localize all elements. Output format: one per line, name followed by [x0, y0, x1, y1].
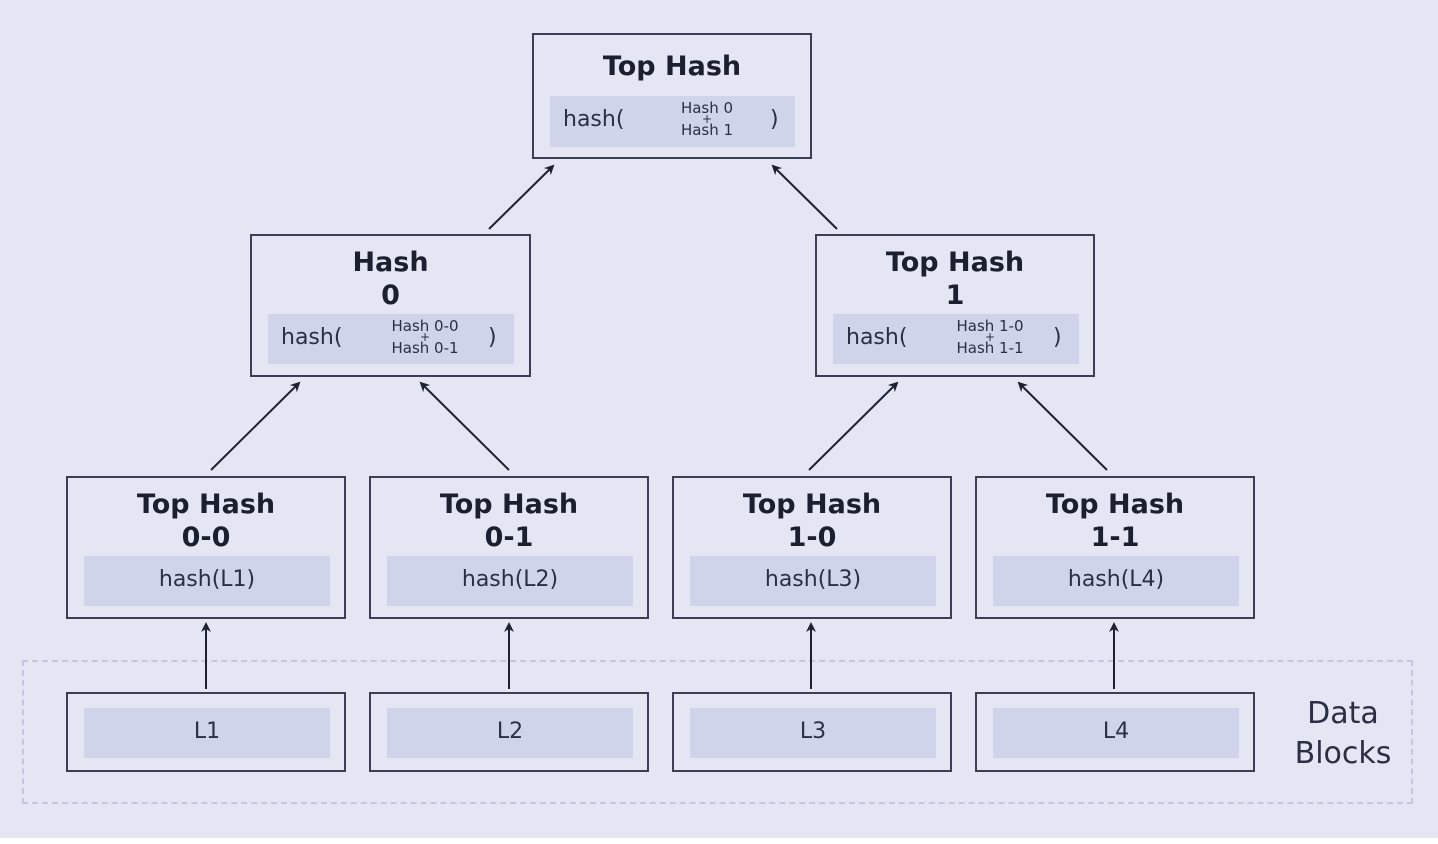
data-block-label: L4	[1102, 719, 1130, 744]
leaf-hash-value-box: hash(L4)	[993, 556, 1239, 606]
arrow-hash0-to-top	[488, 164, 555, 230]
top-hash-formula: hash( Hash 0 + Hash 1 )	[550, 96, 795, 147]
hash-function-label: hash(	[281, 325, 343, 350]
leaf-hash-value-box: hash(L3)	[690, 556, 936, 606]
leaf-hash-title: Top Hash 1-1	[1045, 489, 1185, 553]
arrow-leaf10-to-hash1	[808, 381, 899, 471]
plus-sign: +	[984, 330, 996, 344]
arrow-leaf11-to-hash1	[1017, 381, 1108, 471]
top-hash-title: Top Hash	[602, 51, 742, 82]
hash-0-title: Hash 0	[352, 247, 429, 311]
hash-inputs: Hash 1-0 + Hash 1-1	[935, 318, 1045, 356]
leaf-hash-title: Top Hash 0-1	[439, 489, 579, 553]
plus-sign: +	[419, 330, 431, 344]
bottom-strip	[0, 838, 1438, 844]
plus-sign: +	[701, 112, 713, 126]
leaf-hash-value: hash(L1)	[158, 567, 256, 592]
hash-inputs: Hash 0 + Hash 1	[662, 100, 752, 138]
hash-input-second: Hash 1	[680, 121, 734, 139]
leaf-hash-node-0-1: Top Hash 0-1 hash(L2)	[369, 476, 649, 619]
hash-input-second: Hash 0-1	[391, 339, 459, 357]
arrow-leaf01-to-hash0	[419, 381, 510, 471]
hash-input-first: Hash 0	[680, 99, 734, 117]
data-block-l2: L2	[369, 692, 649, 772]
top-hash-node: Top Hash hash( Hash 0 + Hash 1 )	[532, 33, 812, 159]
closing-paren: )	[770, 107, 779, 132]
hash-0-formula: hash( Hash 0-0 + Hash 0-1 )	[268, 314, 514, 364]
hash-input-first: Hash 1-0	[956, 317, 1024, 335]
hash-inputs: Hash 0-0 + Hash 0-1	[370, 318, 480, 356]
leaf-hash-value-box: hash(L2)	[387, 556, 633, 606]
hash-0-node: Hash 0 hash( Hash 0-0 + Hash 0-1 )	[250, 234, 531, 377]
leaf-hash-title: Top Hash 0-0	[136, 489, 276, 553]
closing-paren: )	[488, 325, 497, 350]
data-block-value-box: L1	[84, 708, 330, 758]
leaf-hash-value-box: hash(L1)	[84, 556, 330, 606]
hash-1-node: Top Hash 1 hash( Hash 1-0 + Hash 1-1 )	[815, 234, 1095, 377]
data-block-value-box: L2	[387, 708, 633, 758]
data-block-l4: L4	[975, 692, 1255, 772]
arrow-leaf00-to-hash0	[210, 381, 301, 471]
data-block-value-box: L4	[993, 708, 1239, 758]
data-blocks-caption: Data Blocks	[1294, 696, 1392, 771]
data-block-l3: L3	[672, 692, 952, 772]
closing-paren: )	[1053, 325, 1062, 350]
data-block-l1: L1	[66, 692, 346, 772]
leaf-hash-title: Top Hash 1-0	[742, 489, 882, 553]
leaf-hash-value: hash(L2)	[461, 567, 559, 592]
leaf-hash-node-1-0: Top Hash 1-0 hash(L3)	[672, 476, 952, 619]
data-block-label: L1	[193, 719, 221, 744]
hash-input-first: Hash 0-0	[391, 317, 459, 335]
hash-function-label: hash(	[846, 325, 908, 350]
data-block-label: L2	[496, 719, 524, 744]
arrow-hash1-to-top	[771, 164, 838, 230]
hash-function-label: hash(	[563, 107, 625, 132]
hash-1-formula: hash( Hash 1-0 + Hash 1-1 )	[833, 314, 1079, 364]
hash-input-second: Hash 1-1	[956, 339, 1024, 357]
leaf-hash-node-0-0: Top Hash 0-0 hash(L1)	[66, 476, 346, 619]
data-block-value-box: L3	[690, 708, 936, 758]
leaf-hash-value: hash(L3)	[764, 567, 862, 592]
data-blocks-region	[22, 660, 1413, 804]
hash-1-title: Top Hash 1	[885, 247, 1025, 311]
data-block-label: L3	[799, 719, 827, 744]
leaf-hash-value: hash(L4)	[1067, 567, 1165, 592]
leaf-hash-node-1-1: Top Hash 1-1 hash(L4)	[975, 476, 1255, 619]
